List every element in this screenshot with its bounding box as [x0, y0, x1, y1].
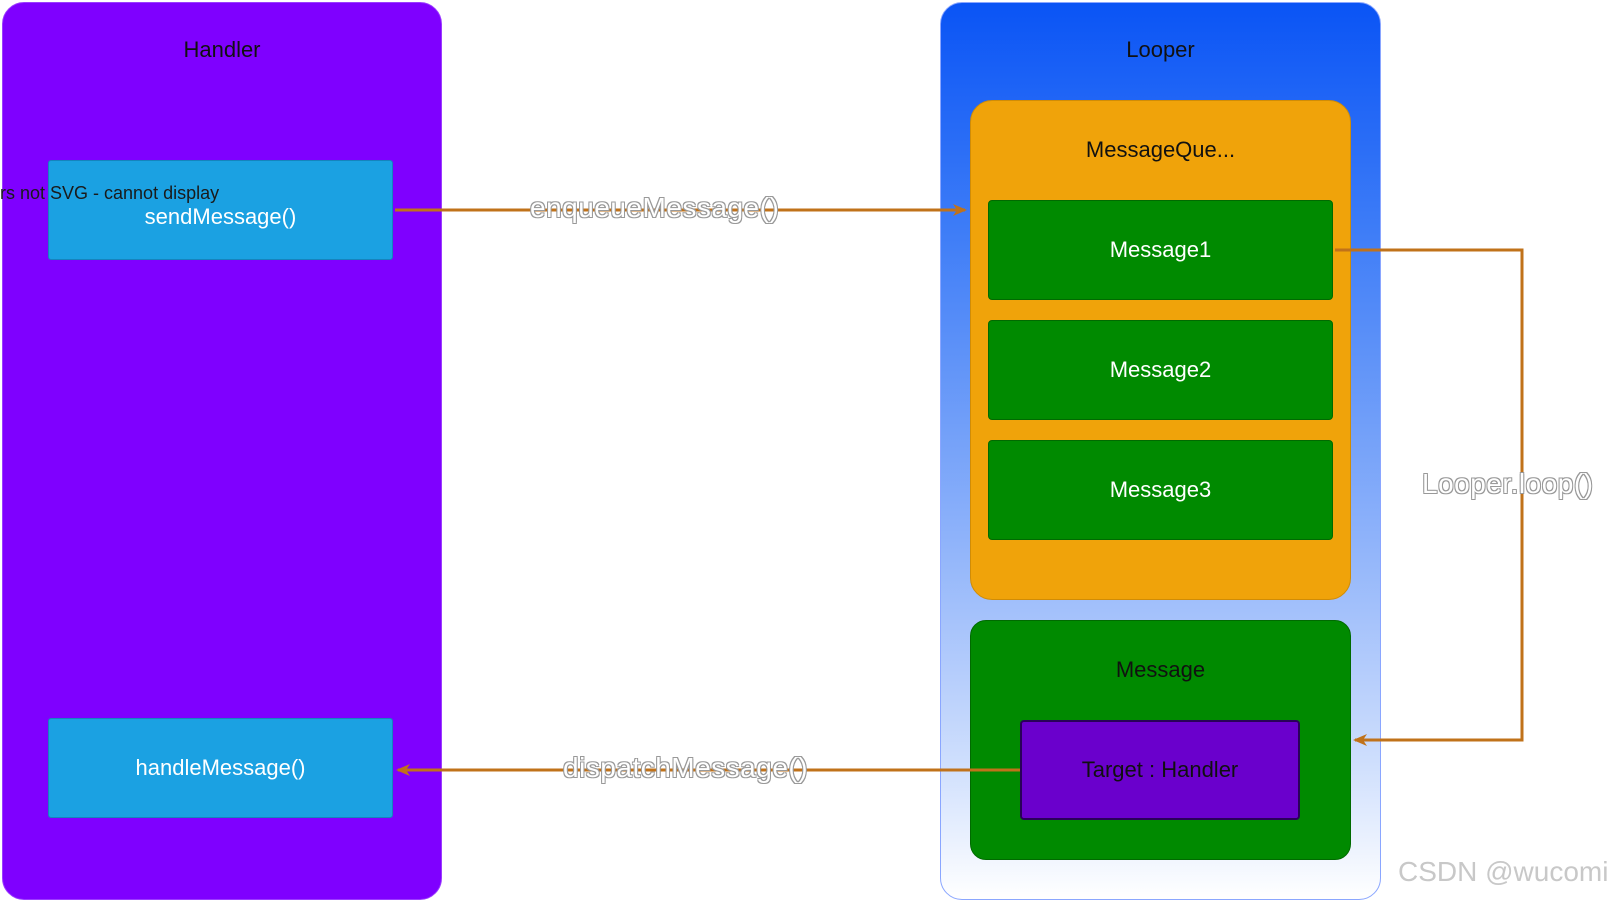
loop-arrow — [1335, 248, 1524, 746]
enqueue-label: enqueueMessage() — [530, 192, 780, 223]
handle-message-label: handleMessage() — [135, 755, 306, 780]
message1-box[interactable]: Message1 — [988, 200, 1333, 300]
message-title: Message — [1115, 657, 1206, 682]
svg-warning-text: rs not SVG - cannot display — [0, 183, 220, 203]
target-handler-box[interactable]: Target : Handler — [1020, 720, 1300, 820]
dispatch-label: dispatchMessage() — [563, 752, 809, 783]
loop-label: Looper.loop() — [1422, 468, 1594, 499]
message-queue-title: MessageQue... — [1085, 137, 1236, 162]
watermark: CSDN @wucomi — [1398, 856, 1609, 887]
send-message-label: sendMessage() — [144, 204, 297, 229]
message2-box[interactable]: Message2 — [988, 320, 1333, 420]
looper-title: Looper — [1126, 37, 1195, 62]
send-message-box[interactable]: sendMessage() — [48, 160, 393, 260]
handle-message-box[interactable]: handleMessage() — [48, 718, 393, 818]
message3-box[interactable]: Message3 — [988, 440, 1333, 540]
handler-title: Handler — [183, 37, 261, 62]
